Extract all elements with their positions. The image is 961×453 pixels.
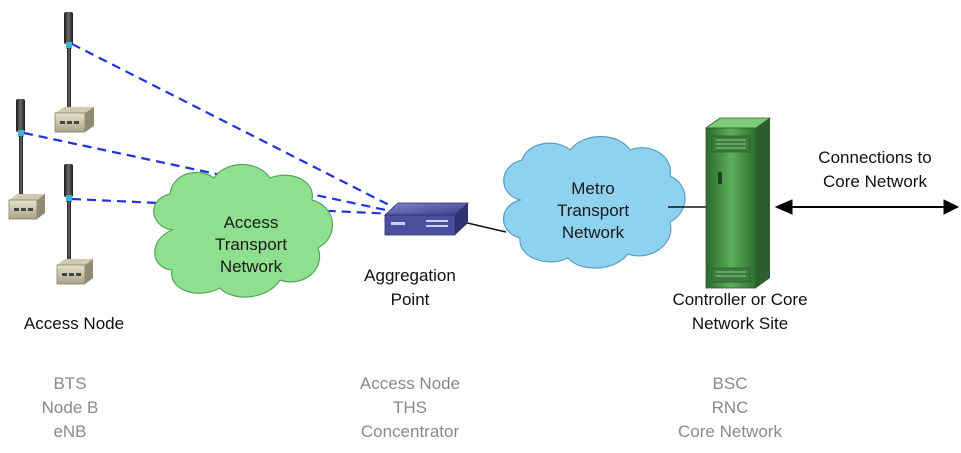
wired-links <box>462 206 706 233</box>
access-node-antenna-1 <box>54 12 94 133</box>
aggregation-line-1: Aggregation <box>364 266 456 285</box>
wireless-link-2 <box>23 131 396 214</box>
access-cloud-label: Access Transport Network <box>196 212 306 278</box>
aggregation-router-icon <box>383 202 470 236</box>
wireless-links <box>23 43 396 216</box>
access-node-antenna-2 <box>8 99 45 220</box>
aggregation-example-ths: THS <box>393 398 427 417</box>
wireless-link-3 <box>71 197 396 216</box>
access-cloud-line-3: Network <box>219 257 283 276</box>
aggregation-point-label: Aggregation Point <box>340 264 480 312</box>
core-network-arrow <box>774 199 960 215</box>
wireless-link-1 <box>71 43 396 209</box>
aggregation-examples: Access Node THS Concentrator <box>335 372 485 444</box>
access-example-bts: BTS <box>53 374 87 393</box>
aggregation-example-concentrator: Concentrator <box>360 422 460 441</box>
metro-transport-cloud <box>503 136 686 269</box>
access-transport-cloud <box>153 164 334 298</box>
access-node-label: Access Node <box>23 314 125 333</box>
aggregation-example-access-node: Access Node <box>359 374 461 393</box>
core-connection-line-1: Connections to <box>818 148 932 167</box>
access-cloud-line-1: Access <box>223 213 279 232</box>
metro-cloud-label: Metro Transport Network <box>538 178 648 244</box>
metro-cloud-line-2: Transport <box>556 201 630 220</box>
router-to-metro-link <box>462 221 507 233</box>
controller-line-1: Controller or Core <box>672 290 808 309</box>
access-example-nodeb: Node B <box>41 398 99 417</box>
aggregation-line-2: Point <box>390 290 430 309</box>
controller-example-bsc: BSC <box>712 374 748 393</box>
access-node-antenna-3 <box>56 164 93 285</box>
metro-cloud-line-3: Network <box>561 223 625 242</box>
controller-example-core: Core Network <box>678 422 782 441</box>
core-connection-line-2: Core Network <box>823 172 927 191</box>
metro-cloud-line-1: Metro <box>571 179 615 198</box>
controller-server-icon <box>704 117 772 289</box>
access-cloud-line-2: Transport <box>214 235 288 254</box>
access-example-enb: eNB <box>53 422 87 441</box>
core-connection-label: Connections to Core Network <box>790 146 960 194</box>
controller-line-2: Network Site <box>691 314 789 333</box>
controller-example-rnc: RNC <box>711 398 749 417</box>
access-examples: BTS Node B eNB <box>20 372 120 444</box>
controller-examples: BSC RNC Core Network <box>655 372 805 444</box>
controller-label: Controller or Core Network Site <box>640 288 840 336</box>
